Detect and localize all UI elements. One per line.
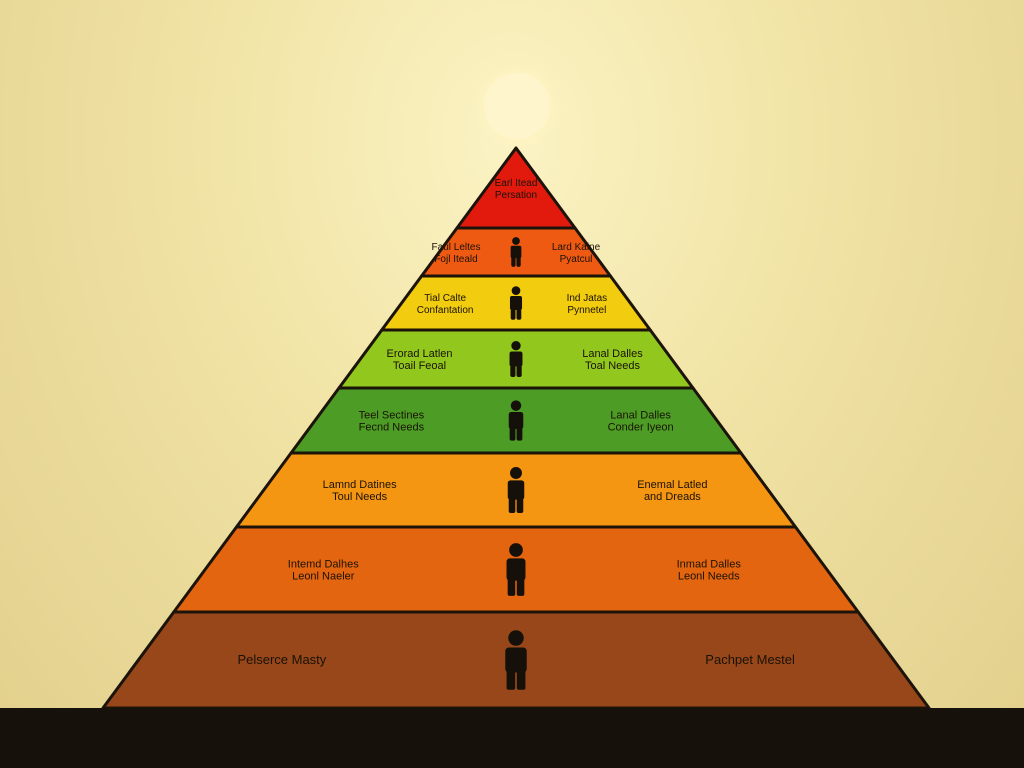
person-icon [509, 341, 523, 377]
tier-6-right-label: and Dreads [644, 491, 701, 503]
tier-5-right-label: Conder Iyeon [608, 422, 674, 434]
tier-6-right-label: Enemal Latled [637, 479, 707, 491]
tier-2-right-label: Lard Kaine [552, 242, 601, 253]
sun [484, 73, 550, 139]
tier-2-left-label: Fojl Iteald [434, 254, 477, 265]
tier-3-right-label: Ind Jatas [567, 293, 608, 304]
tier-8-left-label: Pelserce Masty [237, 652, 326, 667]
tier-7-right-label: Leonl Needs [678, 571, 740, 583]
person-icon [507, 467, 525, 513]
tier-1-center-label: Persation [495, 190, 537, 201]
tier-3-left-label: Tial Calte [424, 293, 466, 304]
tier-4-right-label: Toal Needs [585, 360, 641, 372]
person-icon [509, 286, 523, 320]
tier-4-left-label: Toail Feoal [393, 360, 446, 372]
tier-2-right-label: Pyatcul [560, 254, 593, 265]
person-icon [505, 630, 527, 690]
tier-7-left-label: Intemd Dalhes [288, 559, 359, 571]
tier-1-center-label: Earl Itead [495, 178, 538, 189]
tier-3-left-label: Confantation [417, 305, 474, 316]
ground [0, 708, 1024, 768]
tier-5-left-label: Fecnd Needs [359, 422, 425, 434]
tier-6-left-label: Toul Needs [332, 491, 388, 503]
tier-3-right-label: Pynnetel [567, 305, 606, 316]
pyramid-tier-8: Pelserce Masty Pachpet Mestel [101, 610, 931, 710]
tier-7-right-label: Inmad Dalles [677, 559, 742, 571]
tier-4-left-label: Erorad Latlen [386, 348, 452, 360]
person-icon [510, 237, 522, 267]
tier-5-left-label: Teel Sectines [359, 410, 425, 422]
tier-8-right-label: Pachpet Mestel [705, 652, 795, 667]
person-icon [506, 543, 526, 596]
tier-5-right-label: Lanal Dalles [610, 410, 671, 422]
tier-4-right-label: Lanal Dalles [582, 348, 643, 360]
tier-2-left-label: Faul Leltes [432, 242, 481, 253]
tier-7-left-label: Leonl Naeler [292, 571, 355, 583]
person-icon [508, 400, 524, 441]
tier-6-left-label: Lamnd Datines [323, 479, 397, 491]
